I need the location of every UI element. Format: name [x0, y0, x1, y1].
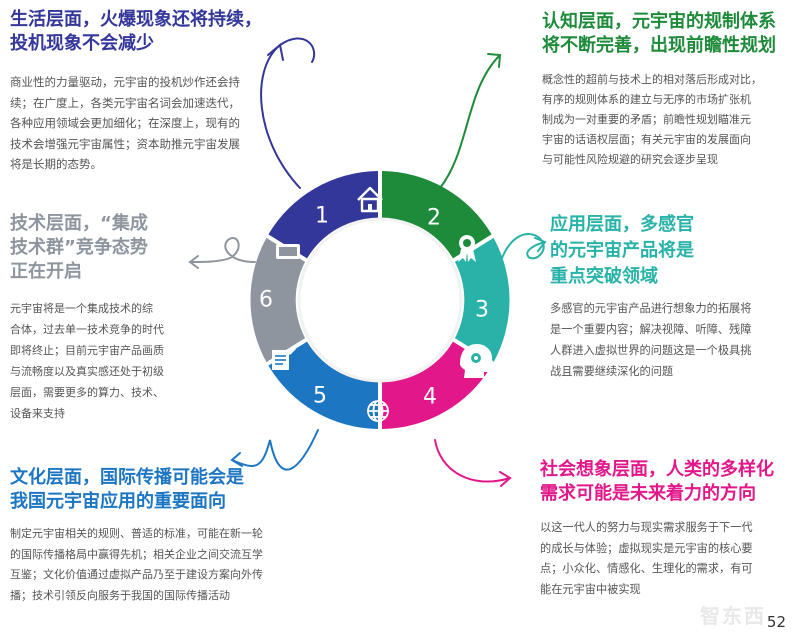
block-application-level: 应用层面，多感官 的元宇宙产品将是 重点突破领域 多感官的元宇宙产品进行想象力的…: [550, 212, 790, 382]
body-line: 即将终止；目前元宇宙产品画质: [10, 344, 164, 357]
body-line: 层面，需要更多的算力、技术、: [10, 386, 164, 399]
ssd-drive-icon: [276, 244, 300, 259]
award-medal-icon: [458, 235, 476, 262]
title-line: 正在开启: [10, 261, 82, 282]
arrow-4-head: [499, 471, 512, 487]
head-gear-icon: [460, 344, 496, 378]
body-line: 以这一代人的努力与现实需求服务于下一代: [540, 521, 753, 534]
block-social-imagination-level-body: 以这一代人的努力与现实需求服务于下一代 的成长与体验；虚拟现实是元宇宙的核心要 …: [540, 518, 795, 600]
body-line: 点；小众化、情感化、生理化的需求，有可: [540, 562, 753, 575]
body-line: 制成为一对重要的矛盾；前瞻性规划瞄准元: [542, 113, 751, 126]
title-line: 文化层面，国际传播可能会是: [10, 467, 244, 488]
block-technology-level: 技术层面，“集成 技术群”竞争态势 正在开启 元宇宙将是一个集成技术的综 合体，…: [10, 212, 200, 424]
body-line: 战且需要继续深化的问题: [550, 365, 674, 378]
segment-number-1: 1: [315, 204, 329, 229]
arrow-6-curve: [189, 237, 256, 263]
title-line: 将不断完善，出现前瞻性规划: [542, 35, 776, 56]
body-line: 能在元宇宙中被实现: [540, 582, 641, 596]
ring-segment-3: [454, 237, 510, 363]
ring-segment-6: [250, 237, 306, 363]
segment-number-6: 6: [259, 288, 273, 313]
title-line: 的元宇宙产品将是: [550, 240, 694, 261]
body-line: 与流畅度以及真实感还处于初级: [10, 365, 164, 378]
block-culture-level-body: 制定元宇宙相关的规则、普适的标准，可能在新一轮 的国际传播格局中赢得先机；相关企…: [10, 524, 300, 606]
block-technology-level-body: 元宇宙将是一个集成技术的综 合体，过去单一技术竞争的时代 即将终止；目前元宇宙产…: [10, 298, 200, 424]
block-cognition-level: 认知层面，元宇宙的规制体系 将不断完善，出现前瞻性规划 概念性的超前与技术上的相…: [542, 10, 792, 170]
document-edit-icon: [272, 346, 296, 370]
title-line: 生活层面，火爆现象还将持续，: [10, 9, 262, 30]
arrow-3-head: [534, 237, 547, 252]
body-line: 与可能性风险规避的研究会逐步呈现: [542, 153, 718, 166]
body-line: 商业性的力量驱动，元宇宙的投机炒作还会持: [10, 75, 240, 89]
block-culture-level: 文化层面，国际传播可能会是 我国元宇宙应用的重要面向 制定元宇宙相关的规则、普适…: [10, 466, 300, 606]
title-line: 我国元宇宙应用的重要面向: [10, 491, 226, 512]
ring-segment-1: [268, 171, 378, 259]
body-line: 设备来支持: [10, 407, 65, 420]
arrow-1-head: [267, 43, 284, 61]
arrow-3-curve: [501, 233, 546, 260]
body-line: 制定元宇宙相关的规则、普适的标准，可能在新一轮: [10, 527, 263, 540]
body-line: 各种应用领域会更加细化；在深度上，现有的: [10, 116, 240, 130]
body-line: 人群进入虚拟世界的问题这是一个极具挑: [550, 344, 752, 357]
arrow-1-curve: [260, 37, 316, 189]
segment-number-4: 4: [423, 385, 437, 410]
body-line: 互鉴；文化价值通过虚拟产品乃至于建设方案向外传: [10, 568, 263, 581]
block-cognition-level-title: 认知层面，元宇宙的规制体系 将不断完善，出现前瞻性规划: [542, 10, 792, 58]
body-line: 合体，过去单一技术竞争的时代: [10, 323, 164, 336]
body-line: 续；在广度上，各类元宇宙名词会加速迭代，: [10, 95, 240, 110]
body-line: 播；技术引领反向服务于我国的国际传播活动: [10, 588, 230, 602]
block-social-imagination-level-title: 社会想象层面，人类的多样化 需求可能是未来着力的方向: [540, 458, 795, 506]
inner-ring: [297, 217, 463, 383]
body-line: 是一个重要内容；解决视障、听障、残障: [550, 323, 752, 336]
watermark-logo: 智东西: [700, 604, 766, 628]
body-line: 元宇宙将是一个集成技术的综: [10, 302, 153, 315]
segment-number-3: 3: [475, 298, 489, 323]
body-line: 宇宙的话语权层面；有关元宇宙的发展面向: [542, 133, 751, 146]
body-line: 的成长与体验；虚拟现实是元宇宙的核心要: [540, 541, 753, 555]
block-life-level-title: 生活层面，火爆现象还将持续， 投机现象不会减少: [10, 8, 280, 56]
title-line: 认知层面，元宇宙的规制体系: [542, 11, 776, 32]
page-number: 52: [766, 613, 786, 631]
body-line: 技术会增强元宇宙属性；资本助推元宇宙发展: [10, 136, 240, 151]
ring-segment-5: [268, 341, 378, 429]
block-culture-level-title: 文化层面，国际传播可能会是 我国元宇宙应用的重要面向: [10, 466, 300, 514]
title-line: 技术层面，“集成: [10, 213, 148, 234]
body-line: 将是长期的态势。: [10, 157, 102, 171]
title-line: 需求可能是未来着力的方向: [540, 483, 756, 504]
block-social-imagination-level: 社会想象层面，人类的多样化 需求可能是未来着力的方向 以这一代人的努力与现实需求…: [540, 458, 795, 600]
body-line: 的国际传播格局中赢得先机；相关企业之间交流互学: [10, 547, 263, 561]
block-life-level-body: 商业性的力量驱动，元宇宙的投机炒作还会持 续；在广度上，各类元宇宙名词会加速迭代…: [10, 72, 280, 175]
segment-number-5: 5: [313, 384, 327, 409]
title-line: 重点突破领域: [550, 266, 658, 287]
title-line: 应用层面，多感官: [550, 214, 694, 235]
block-technology-level-title: 技术层面，“集成 技术群”竞争态势 正在开启: [10, 212, 200, 284]
arrow-2-curve: [439, 54, 501, 189]
body-line: 有序的规则体系的建立与无序的市场扩张机: [542, 93, 751, 106]
arrow-5-curve: [231, 429, 319, 471]
arrow-2-head: [487, 53, 502, 68]
home-icon: [357, 186, 383, 213]
block-application-level-body: 多感官的元宇宙产品进行想象力的拓展将 是一个重要内容；解决视障、听障、残障 人群…: [550, 298, 790, 382]
arrow-6-head: [188, 255, 199, 269]
globe-icon: [367, 400, 389, 422]
body-line: 概念性的超前与技术上的相对落后形成对比，: [542, 73, 762, 86]
title-line: 技术群”竞争态势: [10, 237, 148, 258]
title-line: 投机现象不会减少: [10, 33, 154, 54]
body-line: 多感官的元宇宙产品进行想象力的拓展将: [550, 302, 752, 315]
block-life-level: 生活层面，火爆现象还将持续， 投机现象不会减少 商业性的力量驱动，元宇宙的投机炒…: [10, 8, 280, 175]
arrow-4-curve: [434, 439, 511, 483]
title-line: 社会想象层面，人类的多样化: [540, 459, 774, 480]
block-application-level-title: 应用层面，多感官 的元宇宙产品将是 重点突破领域: [550, 212, 790, 290]
block-cognition-level-body: 概念性的超前与技术上的相对落后形成对比， 有序的规则体系的建立与无序的市场扩张机…: [542, 70, 792, 170]
arrow-5-head: [230, 452, 243, 467]
segment-number-2: 2: [427, 206, 441, 231]
